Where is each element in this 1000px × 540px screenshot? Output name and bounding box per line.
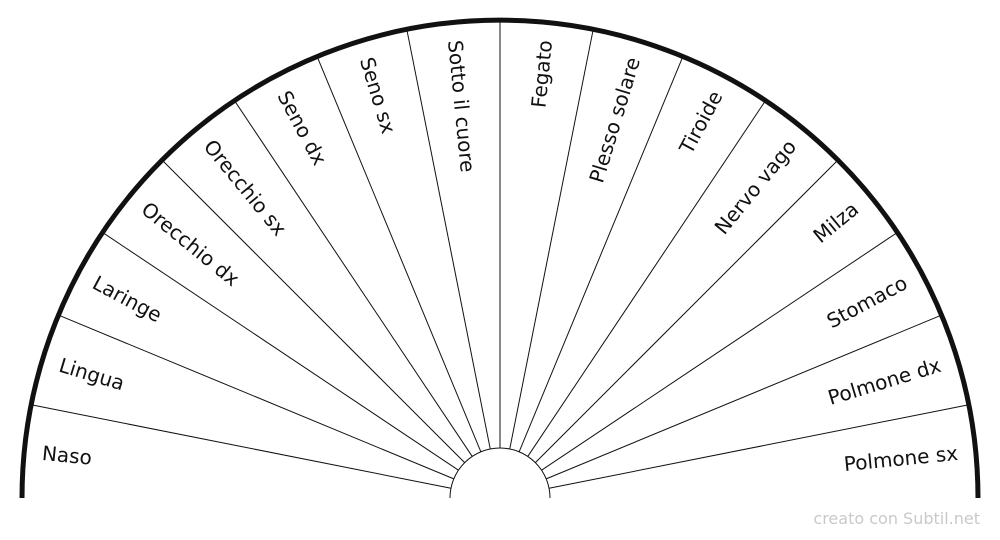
segment-label: Nervo vago (710, 135, 801, 239)
segment-divider (31, 404, 452, 489)
segment-label: Fegato (527, 39, 558, 109)
segment-divider (161, 159, 465, 463)
segment-divider (535, 159, 839, 463)
segment-label: Tiroide (674, 87, 728, 159)
segment-label: Milza (808, 197, 863, 248)
segment-divider (518, 56, 684, 452)
segment-label: Orecchio dx (137, 197, 244, 291)
segment-divider (527, 100, 766, 457)
segment-divider (509, 29, 594, 450)
segment-divider (406, 29, 491, 450)
segment-divider (316, 56, 482, 452)
inner-arc (449, 447, 551, 499)
segment-label: Sotto il cuore (443, 39, 480, 173)
segment-label: Polmone dx (825, 353, 944, 410)
segment-label: Seno dx (273, 87, 332, 170)
segment-label: Seno sx (355, 54, 401, 136)
segment-label: Plesso solare (584, 54, 645, 185)
segment-divider (58, 314, 454, 480)
segment-label: Orecchio sx (199, 135, 292, 241)
segment-label: Stomaco (823, 271, 912, 334)
segment-label: Laringe (89, 271, 166, 327)
segment-divider (102, 232, 459, 471)
segment-lines (31, 20, 969, 489)
segment-divider (541, 232, 898, 471)
outer-arc (19, 17, 981, 499)
segment-divider (548, 404, 969, 489)
segment-divider (234, 100, 473, 457)
segment-label: Naso (41, 441, 93, 470)
footer-credit: creato con Subtil.net (813, 509, 980, 528)
segment-divider (546, 314, 942, 480)
segment-label: Lingua (56, 353, 127, 395)
segment-label: Polmone sx (843, 441, 959, 476)
